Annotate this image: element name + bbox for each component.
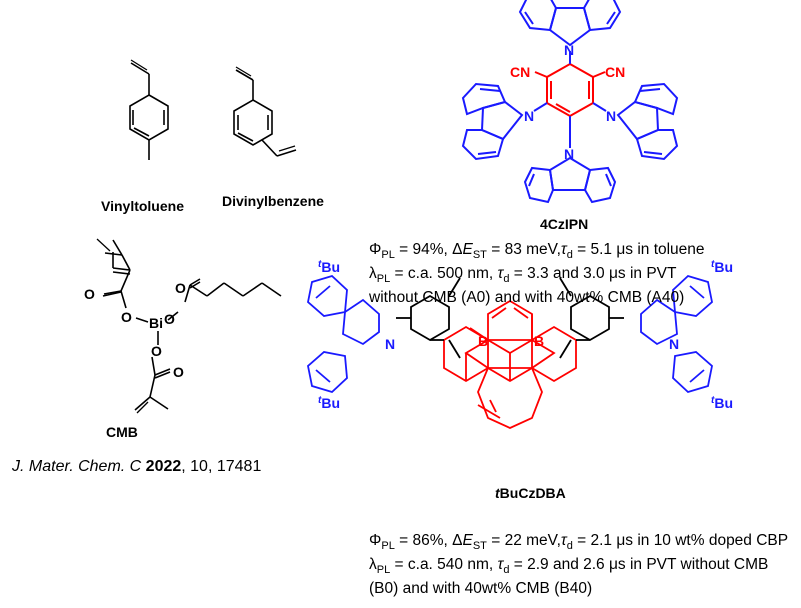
cmb-oxygen-3-label: O	[164, 311, 175, 327]
dba-nitrogen-left-label: N	[385, 336, 395, 352]
tbuczdba-label-name: BuCzDBA	[499, 485, 566, 501]
dba-boron-left-label: B	[478, 333, 488, 349]
dba-props-line-3: (B0) and with 40wt% CMB (B40)	[369, 580, 593, 597]
dba-tbu-bottom-left-label: tBu	[318, 395, 340, 412]
tbuczdba-label-prefix: t	[495, 485, 500, 501]
reference-rest: , 10, 17481	[181, 458, 262, 475]
4czipn-structure	[461, 0, 679, 204]
tbuczdba-structure	[307, 274, 713, 429]
cmb-structure	[96, 238, 282, 414]
divinylbenzene-label: Divinylbenzene	[222, 193, 324, 209]
dba-props-line-2: λPL = c.a. 540 nm, τd = 2.9 and 2.6 μs i…	[369, 556, 769, 577]
czipn-cn-right-label: CN	[605, 64, 625, 80]
cmb-oxygen-1-label: O	[84, 286, 95, 302]
cmb-oxygen-6-label: O	[173, 364, 184, 380]
dba-tbu-bottom-right-label: tBu	[711, 395, 733, 412]
czipn-nitrogen-top-label: N	[564, 42, 574, 58]
czipn-nitrogen-right-label: N	[606, 108, 616, 124]
tbuczdba-label: tBuCzDBA	[495, 485, 566, 501]
reference-year: 2022	[145, 458, 182, 475]
dba-tbu-top-left-label: tBu	[318, 259, 340, 276]
reference-citation: J. Mater. Chem. C 2022, 10, 17481	[12, 458, 261, 476]
czipn-props-line-2: λPL = c.a. 500 nm, τd = 3.3 and 3.0 μs i…	[369, 265, 677, 286]
czipn-nitrogen-bottom-label: N	[564, 146, 574, 162]
dba-nitrogen-right-label: N	[669, 336, 679, 352]
4czipn-label: 4CzIPN	[540, 216, 589, 232]
cmb-oxygen-2-label: O	[121, 309, 132, 325]
divinylbenzene-structure	[233, 66, 297, 157]
czipn-cn-left-label: CN	[510, 64, 530, 80]
dba-tbu-top-right-label: tBu	[711, 259, 733, 276]
cmb-bismuth-label: Bi	[149, 315, 163, 331]
dba-props-line-1: ΦPL = 86%, ΔEST = 22 meV,τd = 2.1 μs in …	[369, 532, 789, 553]
dba-boron-right-label: B	[534, 333, 544, 349]
czipn-props-line-3: without CMB (A0) and with 40wt% CMB (A40…	[369, 289, 685, 306]
czipn-props-line-1: ΦPL = 94%, ΔEST = 83 meV,τd = 5.1 μs in …	[369, 241, 705, 262]
czipn-nitrogen-left-label: N	[524, 108, 534, 124]
cmb-oxygen-4-label: O	[175, 280, 186, 296]
reference-journal: J. Mater. Chem. C	[12, 458, 142, 475]
cmb-oxygen-5-label: O	[151, 343, 162, 359]
vinyltoluene-structure	[129, 59, 169, 160]
vinyltoluene-label: Vinyltoluene	[101, 198, 184, 214]
cmb-label: CMB	[106, 424, 138, 440]
